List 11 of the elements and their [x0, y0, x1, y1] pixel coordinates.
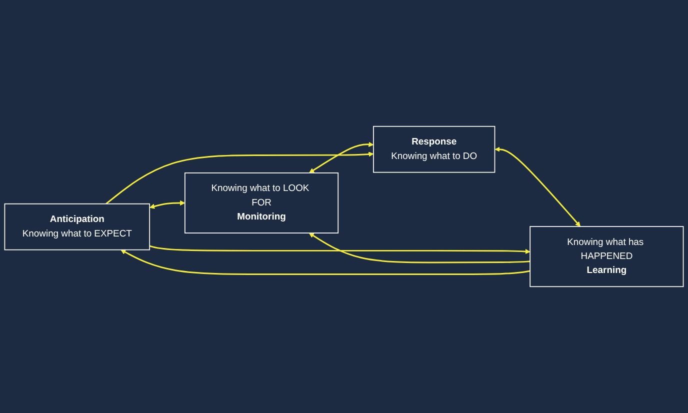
- arrow: [150, 200, 186, 209]
- arrow: [494, 146, 581, 227]
- arrow: [106, 152, 374, 204]
- arrow: [149, 245, 530, 254]
- arrow: [120, 250, 530, 275]
- arrow: [309, 142, 374, 174]
- node-box: Knowing what has HAPPENED Learning: [530, 226, 684, 288]
- node-box: Response Knowing what to DO: [373, 126, 496, 173]
- node-box: Anticipation Knowing what to EXPECT: [4, 203, 150, 250]
- arrow: [308, 232, 530, 264]
- node-box: Knowing what to LOOK FOR Monitoring: [184, 172, 339, 234]
